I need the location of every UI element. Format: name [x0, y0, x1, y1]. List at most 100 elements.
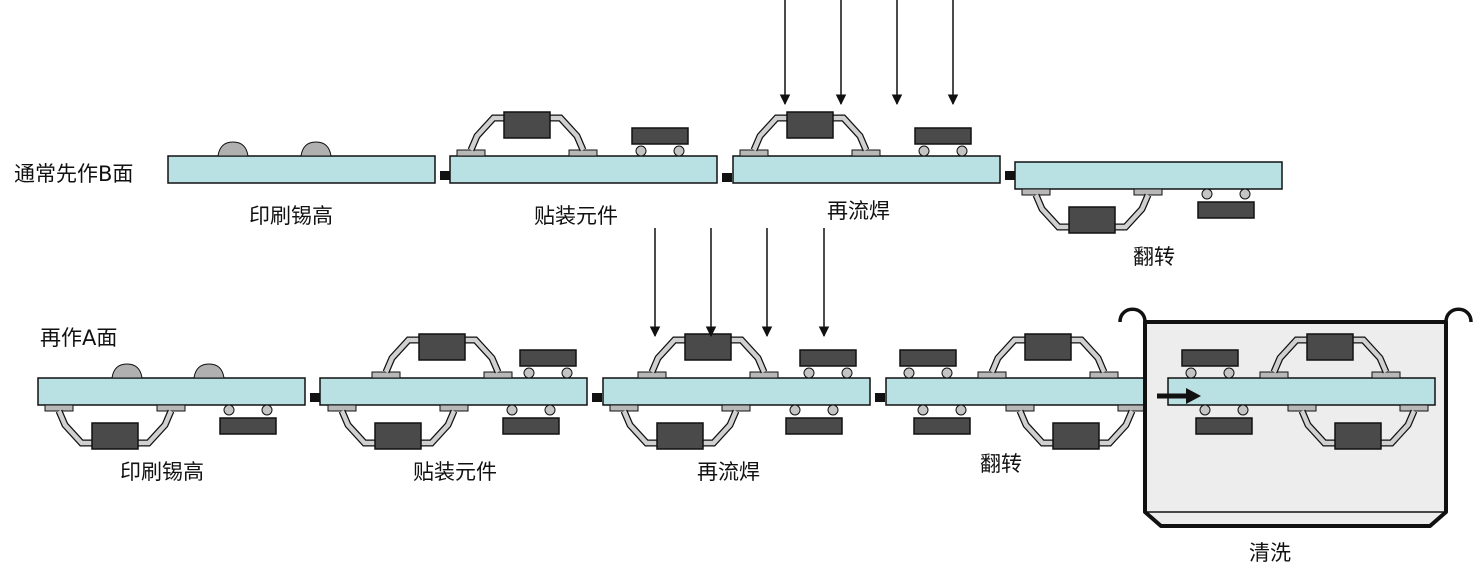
- bottom-mount-ic-top-lead-left: [383, 337, 419, 373]
- top-flip-ic-body: [1068, 206, 1116, 234]
- bottom-mount-ic-bottom-pad-left: [327, 404, 357, 412]
- bottom-board-flip: [885, 377, 1154, 406]
- clean-ic-top-pad-left: [1259, 371, 1289, 379]
- bottom-mount-ic-bottom-pad-right: [439, 404, 469, 412]
- label-top-flip: 翻转: [1133, 245, 1175, 269]
- bottom-mount-ic-bottom-lead-left: [339, 410, 375, 446]
- bottom-flip-ic-top-pad-left: [977, 371, 1007, 379]
- top-reflow-ic-pad-right: [851, 149, 881, 157]
- top-mount-ic-body: [503, 111, 551, 139]
- bottom-flip-ic-bottom-lead-left: [1017, 410, 1053, 446]
- bottom-reflow-ic-top-pad-right: [749, 371, 779, 379]
- bottom-flip-ic-bottom-lead-right: [1099, 410, 1135, 446]
- bottom-reflow-ic-top-body: [684, 333, 732, 361]
- bottom-reflow-chip-top-ball-right: [841, 367, 853, 379]
- label-side-b: 通常先作B面: [14, 162, 134, 186]
- top-mount-chip-ball-left: [635, 145, 647, 157]
- bottom-paste-bump-2: [193, 363, 225, 379]
- clean-ic-top-pad-right: [1371, 371, 1401, 379]
- bottom-print-chip-ball-right: [261, 404, 273, 416]
- bottom-print-ic-body: [91, 422, 139, 450]
- bottom-print-ic-lead-left: [56, 410, 92, 446]
- bottom-mount-chip-top-body: [519, 349, 577, 367]
- top-flip-chip-body: [1197, 201, 1255, 219]
- top-mount-ic-lead-right: [550, 115, 586, 151]
- label-top-mount: 贴装元件: [534, 204, 618, 228]
- top-mount-ic-lead-left: [468, 115, 504, 151]
- clean-chip-top-body: [1181, 349, 1239, 367]
- bottom-reflow-ic-bottom-pad-left: [609, 404, 639, 412]
- clean-ic-bottom-lead-right: [1381, 410, 1417, 446]
- top-reflow-chip-ball-right: [956, 145, 968, 157]
- bottom-print-ic-pad-right: [156, 404, 186, 412]
- bottom-mount-chip-top-ball-left: [523, 367, 535, 379]
- bottom-flip-chip-bottom-ball-left: [917, 404, 929, 416]
- clean-ic-bottom-pad-right: [1399, 404, 1429, 412]
- label-bottom-reflow: 再流焊: [697, 460, 760, 484]
- bottom-reflow-ic-top-lead-left: [649, 337, 685, 373]
- bottom-print-ic-pad-left: [44, 404, 74, 412]
- bottom-reflow-ic-bottom-body: [656, 422, 704, 450]
- top-mount-ic-pad-left: [456, 149, 486, 157]
- bottom-board-print: [37, 377, 306, 406]
- label-bottom-flip: 翻转: [980, 452, 1022, 476]
- bottom-connector-1: [310, 393, 320, 402]
- top-connector-2: [722, 173, 732, 182]
- top-connector-1: [440, 171, 450, 180]
- bottom-mount-ic-bottom-lead-right: [421, 410, 457, 446]
- top-connector-3: [1005, 171, 1015, 180]
- bottom-connector-2: [592, 393, 602, 402]
- bottom-mount-ic-top-lead-right: [465, 337, 501, 373]
- top-reflow-ic-body: [786, 111, 834, 139]
- bottom-flip-ic-bottom-body: [1052, 422, 1100, 450]
- bottom-mount-ic-bottom-body: [374, 422, 422, 450]
- label-clean: 清洗: [1249, 541, 1291, 565]
- top-reflow-chip-body: [914, 127, 972, 145]
- bottom-reflow-chip-bottom-body: [785, 417, 843, 435]
- top-mount-ic-pad-right: [568, 149, 598, 157]
- bottom-mount-chip-bottom-ball-right: [544, 404, 556, 416]
- bottom-flip-ic-top-body: [1024, 333, 1072, 361]
- bottom-flip-ic-bottom-pad-right: [1117, 404, 1147, 412]
- clean-ic-bottom-lead-left: [1299, 410, 1335, 446]
- top-reflow-ic-pad-left: [739, 149, 769, 157]
- top-board-print: [167, 155, 436, 184]
- top-mount-chip-body: [631, 127, 689, 145]
- top-flip-ic-lead-right: [1115, 194, 1151, 230]
- clean-chip-bottom-body: [1195, 417, 1253, 435]
- bottom-flip-chip-bottom-ball-right: [955, 404, 967, 416]
- bottom-mount-chip-bottom-ball-left: [506, 404, 518, 416]
- bottom-reflow-ic-top-lead-right: [731, 337, 767, 373]
- bottom-paste-bump-1: [111, 363, 143, 379]
- label-bottom-print: 印刷锡高: [120, 460, 204, 484]
- bottom-mount-chip-top-ball-right: [561, 367, 573, 379]
- bottom-reflow-chip-top-body: [799, 349, 857, 367]
- label-top-reflow: 再流焊: [827, 199, 890, 223]
- bottom-flip-chip-top-ball-left: [903, 367, 915, 379]
- bottom-reflow-ic-bottom-pad-right: [721, 404, 751, 412]
- bottom-reflow-chip-top-ball-left: [803, 367, 815, 379]
- top-flip-chip-ball-left: [1201, 188, 1213, 200]
- bottom-flip-ic-top-lead-left: [989, 337, 1025, 373]
- top-reflow-chip-ball-left: [918, 145, 930, 157]
- clean-ic-bottom-body: [1334, 422, 1382, 450]
- label-top-print: 印刷锡高: [249, 204, 333, 228]
- bottom-board-mount: [319, 377, 588, 406]
- bottom-reflow-chip-bottom-ball-right: [827, 404, 839, 416]
- top-reflow-ic-lead-left: [751, 115, 787, 151]
- top-board-reflow: [732, 155, 1001, 184]
- bottom-board-reflow: [602, 377, 871, 406]
- bottom-print-chip-body: [219, 417, 277, 435]
- bottom-reflow-chip-bottom-ball-left: [789, 404, 801, 416]
- clean-ic-top-lead-right: [1353, 337, 1389, 373]
- bottom-mount-ic-top-body: [418, 333, 466, 361]
- clean-chip-top-ball-left: [1185, 367, 1197, 379]
- bottom-reflow-ic-bottom-lead-left: [621, 410, 657, 446]
- clean-ic-top-lead-left: [1271, 337, 1307, 373]
- top-mount-chip-ball-right: [673, 145, 685, 157]
- clean-chip-bottom-ball-left: [1199, 404, 1211, 416]
- top-flip-ic-pad-right: [1133, 188, 1163, 196]
- clean-ic-bottom-pad-left: [1287, 404, 1317, 412]
